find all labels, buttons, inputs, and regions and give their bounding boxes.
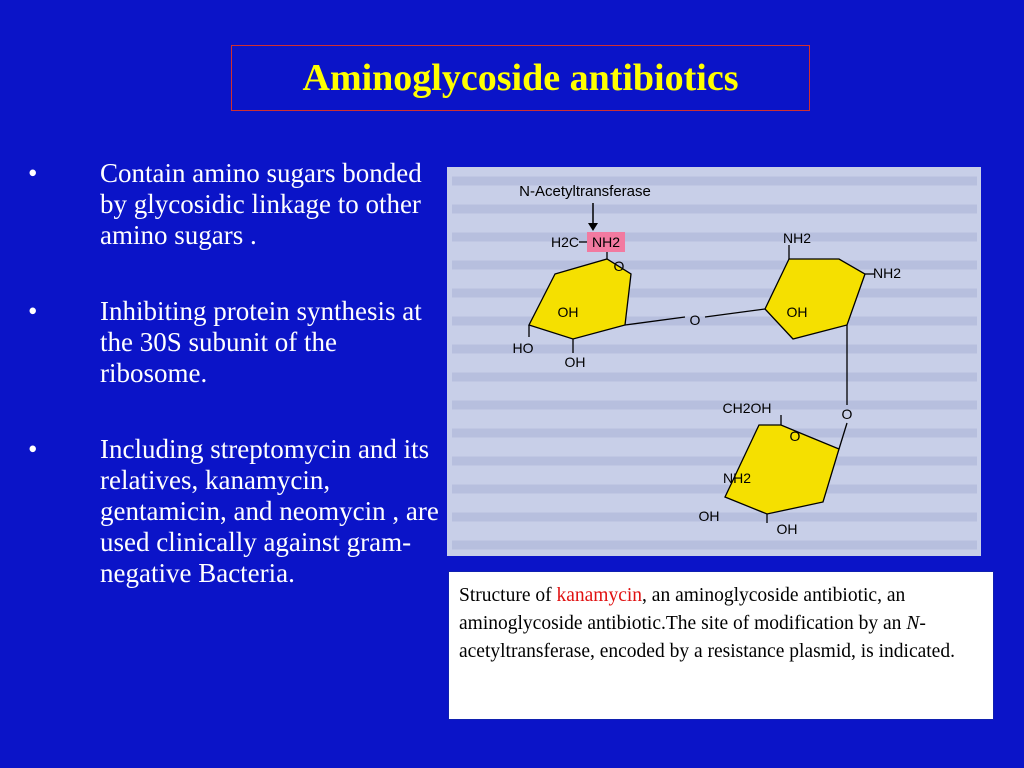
bullet-text: Inhibiting protein synthesis at the 30S … bbox=[100, 296, 422, 388]
bullet-list: • Contain amino sugars bonded by glycosi… bbox=[24, 158, 439, 634]
nh2-site-label: NH2 bbox=[592, 234, 620, 250]
slide-title: Aminoglycoside antibiotics bbox=[302, 57, 739, 99]
arrowhead-icon bbox=[588, 223, 598, 231]
ch2oh-label: CH2OH bbox=[722, 400, 771, 416]
caption-part2: , an aminoglycoside antibiotic, an amino… bbox=[459, 585, 907, 634]
bullet-text: Contain amino sugars bonded by glycosidi… bbox=[100, 158, 422, 250]
oh-bottom: OH bbox=[699, 508, 720, 524]
bullet-symbol: • bbox=[28, 296, 38, 326]
oh-ring1: OH bbox=[558, 304, 579, 320]
caption-part1: Structure of bbox=[459, 585, 557, 606]
kanamycin-structure-figure: N-Acetyltransferase H2C NH2 O OH HO OH O… bbox=[447, 167, 981, 556]
nh2-right: NH2 bbox=[873, 265, 901, 281]
enzyme-label: N-Acetyltransferase bbox=[519, 183, 651, 200]
ring-oxygen-1: O bbox=[614, 258, 625, 274]
bullet-symbol: • bbox=[28, 158, 38, 188]
oh-below-ring1: OH bbox=[565, 354, 586, 370]
bullet-text: Including streptomycin and its relatives… bbox=[100, 434, 439, 588]
figure-caption: Structure of kanamycin, an aminoglycosid… bbox=[448, 571, 994, 720]
bullet-symbol: • bbox=[28, 434, 38, 464]
bullet-item: • Contain amino sugars bonded by glycosi… bbox=[24, 158, 439, 251]
bullet-item: • Including streptomycin and its relativ… bbox=[24, 434, 439, 589]
ring-oxygen-3: O bbox=[790, 428, 801, 444]
background-text-lines bbox=[452, 176, 977, 550]
caption-part3: -acetyltransferase, encoded by a resista… bbox=[459, 613, 955, 662]
bullet-item: • Inhibiting protein synthesis at the 30… bbox=[24, 296, 439, 389]
h2c-label: H2C bbox=[551, 234, 579, 250]
caption-italic-n: N bbox=[906, 613, 920, 634]
glycosidic-oxygen-1: O bbox=[690, 312, 701, 328]
oh-ring3: OH bbox=[777, 521, 798, 537]
sugar-ring-2 bbox=[764, 258, 866, 340]
title-box: Aminoglycoside antibiotics bbox=[231, 45, 810, 111]
oh-ring2: OH bbox=[787, 304, 808, 320]
glycosidic-oxygen-2: O bbox=[842, 406, 853, 422]
sugar-ring-3 bbox=[724, 424, 840, 515]
caption-kanamycin-highlight: kanamycin bbox=[556, 585, 643, 606]
ho-left: HO bbox=[513, 340, 534, 356]
structure-diagram: N-Acetyltransferase H2C NH2 O OH HO OH O… bbox=[452, 176, 977, 550]
nh2-bottom: NH2 bbox=[723, 470, 751, 486]
nh2-top-right: NH2 bbox=[783, 230, 811, 246]
modification-site-highlight bbox=[587, 232, 625, 252]
